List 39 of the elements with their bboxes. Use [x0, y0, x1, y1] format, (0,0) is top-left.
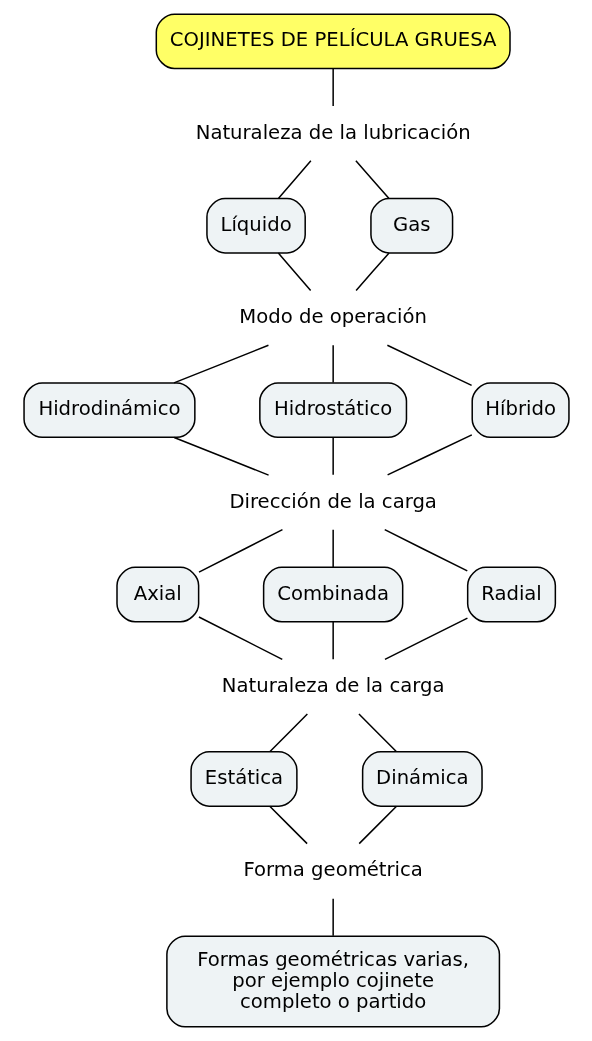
- connector: [331, 436, 334, 476]
- node-text: Modo de operación: [238, 305, 427, 329]
- connector: [354, 252, 390, 292]
- connector: [386, 434, 473, 476]
- node-text: Naturaleza de la lubricación: [195, 120, 471, 144]
- node-box: Combinada: [262, 566, 403, 623]
- connector: [386, 344, 472, 387]
- node-box: Dinámica: [361, 751, 483, 807]
- connector: [197, 616, 283, 661]
- node-box: Hidrodinámico: [22, 382, 196, 439]
- connector: [357, 805, 397, 845]
- node-box: Axial: [115, 566, 199, 623]
- connector: [277, 252, 311, 292]
- connector: [383, 617, 468, 661]
- node-text: Dirección de la carga: [228, 489, 437, 513]
- node-box: Estática: [189, 751, 298, 807]
- connector: [331, 344, 334, 384]
- node-box: Hidrostático: [258, 382, 407, 439]
- connector: [277, 160, 312, 199]
- connector: [331, 67, 334, 107]
- connector: [172, 436, 269, 476]
- node-box: Formas geométricas varias, por ejemplo cojinete completo o partido: [165, 935, 500, 1028]
- node-box: Radial: [466, 566, 556, 623]
- node-text: Naturaleza de la carga: [221, 673, 444, 697]
- connector: [331, 621, 334, 660]
- connector: [172, 344, 269, 384]
- node-box: COJINETES DE PELÍCULA GRUESA: [155, 13, 511, 70]
- node-box: Líquido: [205, 197, 306, 254]
- connector: [197, 528, 283, 573]
- connector: [357, 713, 397, 753]
- connector: [268, 805, 308, 845]
- connector: [354, 160, 390, 199]
- node-box: Híbrido: [470, 382, 570, 439]
- node-box: Gas: [369, 197, 453, 254]
- connector: [331, 528, 334, 568]
- connector: [268, 713, 308, 753]
- node-text: Forma geométrica: [242, 858, 423, 882]
- connector: [331, 897, 334, 937]
- connector: [383, 528, 468, 572]
